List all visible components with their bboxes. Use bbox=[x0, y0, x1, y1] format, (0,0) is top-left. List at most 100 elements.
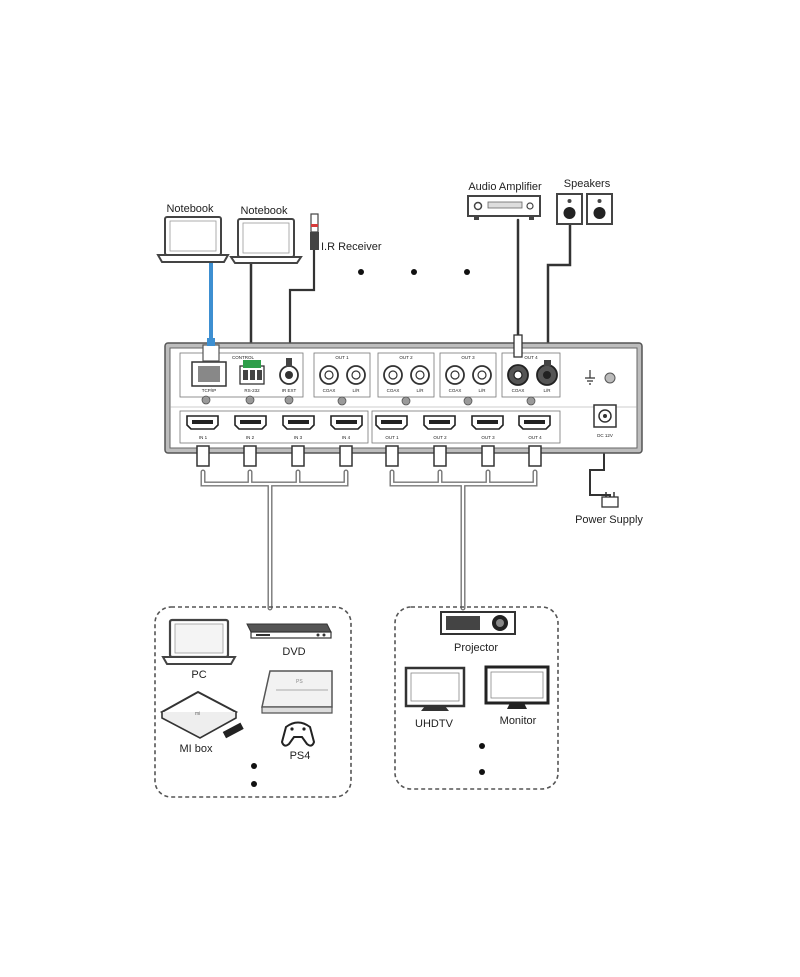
coax-label: COAX bbox=[449, 388, 462, 393]
ir-receiver: I.R Receiver bbox=[310, 213, 382, 253]
audio-amplifier: Audio Amplifier bbox=[467, 181, 542, 220]
audio-out-4: OUT 4 COAX L/R bbox=[501, 334, 561, 398]
hdmi-input-bundle bbox=[200, 469, 349, 611]
hdmi-input-section bbox=[179, 410, 369, 444]
hdmi-plug-icon bbox=[433, 445, 447, 467]
pc: PC bbox=[161, 618, 237, 681]
speakers: Speakers bbox=[556, 178, 613, 225]
rca-plug-icon bbox=[513, 334, 523, 358]
audio-out-3: OUT 3 COAX L/R bbox=[439, 352, 497, 398]
ps4-console: PS bbox=[261, 670, 333, 714]
ground-icon bbox=[585, 370, 595, 385]
ir-red-band bbox=[311, 224, 318, 227]
ir-plug-icon bbox=[310, 232, 319, 250]
tcp-ip-label: TCP/IP bbox=[202, 388, 217, 393]
hdmi-out-label: OUT 3 bbox=[481, 435, 495, 440]
monitor-label: Monitor bbox=[500, 715, 537, 727]
hdmi-out-4-port: OUT 4 bbox=[518, 415, 551, 440]
audio-out-4-label: OUT 4 bbox=[524, 355, 538, 360]
control-section bbox=[179, 352, 304, 398]
lr-label: L/R bbox=[352, 388, 360, 393]
amp-display bbox=[487, 201, 523, 209]
ir-ext-label: IR EXT bbox=[282, 388, 297, 393]
hdmi-plug-icon bbox=[385, 445, 399, 467]
lr-label: L/R bbox=[416, 388, 424, 393]
svg-text:PS: PS bbox=[296, 679, 303, 685]
power-supply-label: Power Supply bbox=[575, 514, 643, 526]
rj45-plug-icon bbox=[202, 344, 220, 362]
notebook-2-label: Notebook bbox=[240, 205, 288, 217]
audio-out-2-label: OUT 2 bbox=[399, 355, 413, 360]
hdmi-outputs: OUT 1 OUT 2 OUT 3 OUT 4 bbox=[375, 415, 551, 440]
hdmi-in-label: IN 4 bbox=[342, 435, 351, 440]
hdmi-in-label: IN 3 bbox=[294, 435, 303, 440]
laptop-base bbox=[156, 254, 230, 263]
hdmi-in-3-port: IN 3 bbox=[282, 415, 315, 440]
dvd-player-icon bbox=[246, 623, 332, 633]
more-dots-displays bbox=[479, 743, 485, 775]
knob-icon bbox=[473, 201, 483, 211]
notebook-1-label: Notebook bbox=[166, 203, 214, 215]
more-dots-sources bbox=[251, 763, 257, 787]
ir-plug bbox=[286, 358, 292, 367]
audio-out-3-label: OUT 3 bbox=[461, 355, 475, 360]
hdmi-in-label: IN 1 bbox=[199, 435, 208, 440]
hdmi-in-label: IN 2 bbox=[246, 435, 255, 440]
control-label: CONTROL bbox=[232, 355, 254, 360]
audio-out-2: OUT 2 COAX L/R bbox=[377, 352, 435, 398]
laptop-base bbox=[229, 256, 303, 264]
ground-screw bbox=[604, 372, 616, 384]
hdmi-plug-icon bbox=[339, 445, 353, 467]
knob-icon bbox=[526, 202, 534, 210]
hdmi-output-bundle-core bbox=[390, 470, 537, 610]
hdmi-out-2-port: OUT 2 bbox=[423, 415, 456, 440]
hdmi-plug-icon bbox=[528, 445, 542, 467]
power-supply: Power Supply bbox=[575, 492, 643, 526]
cables bbox=[200, 218, 611, 611]
ir-receiver-label: I.R Receiver bbox=[321, 241, 382, 253]
hdmi-plug-icon bbox=[196, 445, 210, 467]
hdmi-in-2-port: IN 2 bbox=[234, 415, 267, 440]
notebook-1: Notebook bbox=[156, 203, 230, 263]
hdmi-inputs: IN 1 IN 2 IN 3 IN 4 bbox=[186, 415, 363, 440]
mi-box: mi MI box bbox=[159, 690, 244, 755]
ir-cable bbox=[288, 248, 316, 364]
hdmi-plug-icon bbox=[243, 445, 257, 467]
rs232-label: RS-232 bbox=[244, 388, 260, 393]
pc-label: PC bbox=[191, 669, 206, 681]
audio-out-1: OUT 1 COAX L/R bbox=[313, 352, 371, 398]
laptop-screen bbox=[169, 220, 217, 252]
hdmi-output-section bbox=[371, 410, 561, 444]
lr-label: L/R bbox=[543, 388, 551, 393]
speaker-cable bbox=[546, 223, 572, 364]
dc-label: DC 12V bbox=[597, 433, 613, 438]
projector: Projector bbox=[440, 611, 516, 654]
sources-frame bbox=[154, 606, 352, 798]
power-plug-icon bbox=[601, 496, 619, 508]
remote-icon bbox=[222, 722, 244, 739]
displays-group: Projector UHDTV Monitor bbox=[394, 606, 559, 790]
hdmi-plug-icon bbox=[481, 445, 495, 467]
rj45-socket bbox=[198, 366, 220, 382]
power-cable bbox=[589, 439, 611, 503]
sources-group: PC DVD PS PS4 mi bbox=[154, 606, 352, 798]
hdmi-in-1-port: IN 1 bbox=[186, 415, 219, 440]
coax-label: COAX bbox=[512, 388, 525, 393]
mi-box-label: MI box bbox=[179, 743, 213, 755]
monitor: Monitor bbox=[484, 665, 550, 727]
audio-leds bbox=[337, 396, 536, 406]
lr-label: L/R bbox=[478, 388, 486, 393]
notebook-2: Notebook bbox=[229, 205, 303, 264]
dvd-label: DVD bbox=[282, 646, 305, 658]
speakers-label: Speakers bbox=[564, 178, 611, 190]
hdmi-input-bundle-core bbox=[201, 470, 348, 610]
more-dots-top bbox=[358, 269, 470, 275]
gamepad-icon bbox=[280, 721, 316, 747]
hdmi-out-label: OUT 2 bbox=[433, 435, 447, 440]
coax-label: COAX bbox=[323, 388, 336, 393]
audio-amplifier-label: Audio Amplifier bbox=[468, 181, 542, 193]
hdmi-out-label: OUT 4 bbox=[528, 435, 542, 440]
hdmi-plug-icon bbox=[291, 445, 305, 467]
matrix-switcher: CONTROL TCP/IP RS-232 IR EXT OUT 1 bbox=[164, 334, 643, 454]
